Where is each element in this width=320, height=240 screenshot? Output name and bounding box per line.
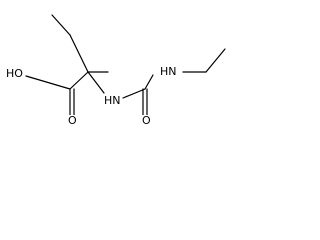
- right-amide-nh-label: HN: [160, 65, 177, 78]
- ethyl-chain-bond-2: [69, 34, 89, 73]
- acid-carbon-to-hydroxyl-bond: [25, 75, 71, 90]
- left-amide-nh-label: HN: [104, 94, 121, 107]
- hydroxyl-label: HO: [6, 67, 23, 80]
- acid-oxygen-label: O: [68, 114, 77, 127]
- quaternary-carbon-to-nh-bond: [87, 71, 105, 94]
- urea-carbon-to-right-nh-bond: [144, 74, 154, 90]
- molecule-canvas: HO O HN HN O: [0, 0, 230, 150]
- ethyl-chain-bond-1: [51, 14, 71, 36]
- molecule-bonds: [25, 14, 226, 117]
- quaternary-carbon-to-acid-carbon-bond: [69, 71, 89, 90]
- urea-oxygen-label: O: [142, 114, 151, 127]
- right-nh-to-ethyl-bond-2: [205, 48, 226, 73]
- left-nh-to-urea-carbon-bond: [122, 88, 146, 99]
